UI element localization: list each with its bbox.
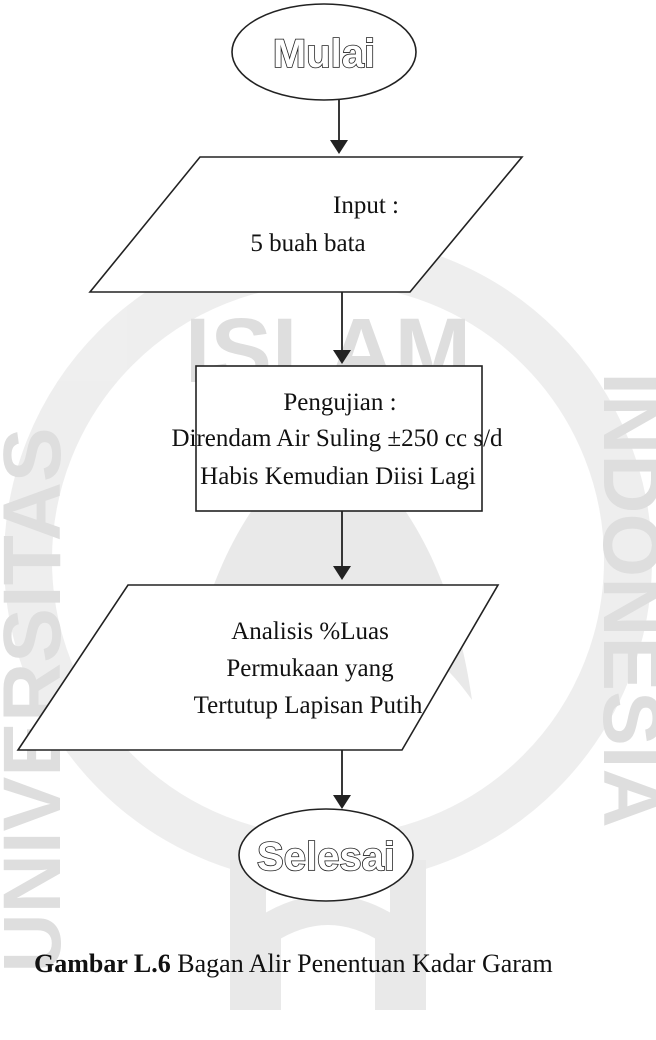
process-node: Pengujian : Direndam Air Suling ±250 cc … xyxy=(171,365,503,512)
analysis-line-3: Tertutup Lapisan Putih xyxy=(194,692,423,719)
input-line-2: 5 buah bata xyxy=(250,230,365,257)
process-rectangle xyxy=(195,365,483,512)
analysis-line-2: Permukaan yang xyxy=(226,655,394,682)
watermark-arch xyxy=(251,895,405,1010)
figure-caption: Gambar L.6 Bagan Alir Penentuan Kadar Ga… xyxy=(34,949,553,978)
arrow-input-to-process xyxy=(333,292,351,364)
arrow-start-to-input xyxy=(330,100,348,154)
analysis-parallelogram xyxy=(16,584,500,751)
input-parallelogram xyxy=(88,156,524,293)
input-line-1: Input : xyxy=(333,192,399,219)
arrow-process-to-analysis xyxy=(333,511,351,580)
end-ellipse xyxy=(238,808,414,902)
end-node: Selesai xyxy=(238,808,414,902)
process-line-3: Habis Kemudian Diisi Lagi xyxy=(200,463,476,490)
watermark-right-text: INDONESIA xyxy=(586,372,656,828)
arrow-analysis-to-end xyxy=(333,750,351,809)
start-node: Mulai xyxy=(231,3,417,101)
process-line-2: Direndam Air Suling ±250 cc s/d xyxy=(171,425,503,452)
analysis-node: Analisis %Luas Permukaan yang Tertutup L… xyxy=(16,584,500,751)
analysis-line-1: Analisis %Luas xyxy=(231,618,389,645)
start-label: Mulai xyxy=(273,32,375,76)
input-node: Input : 5 buah bata xyxy=(88,156,524,293)
end-label: Selesai xyxy=(257,835,395,879)
start-ellipse xyxy=(231,3,417,101)
caption-text: Bagan Alir Penentuan Kadar Garam xyxy=(171,949,553,978)
caption-label: Gambar L.6 xyxy=(34,949,171,978)
process-line-1: Pengujian : xyxy=(283,389,396,416)
